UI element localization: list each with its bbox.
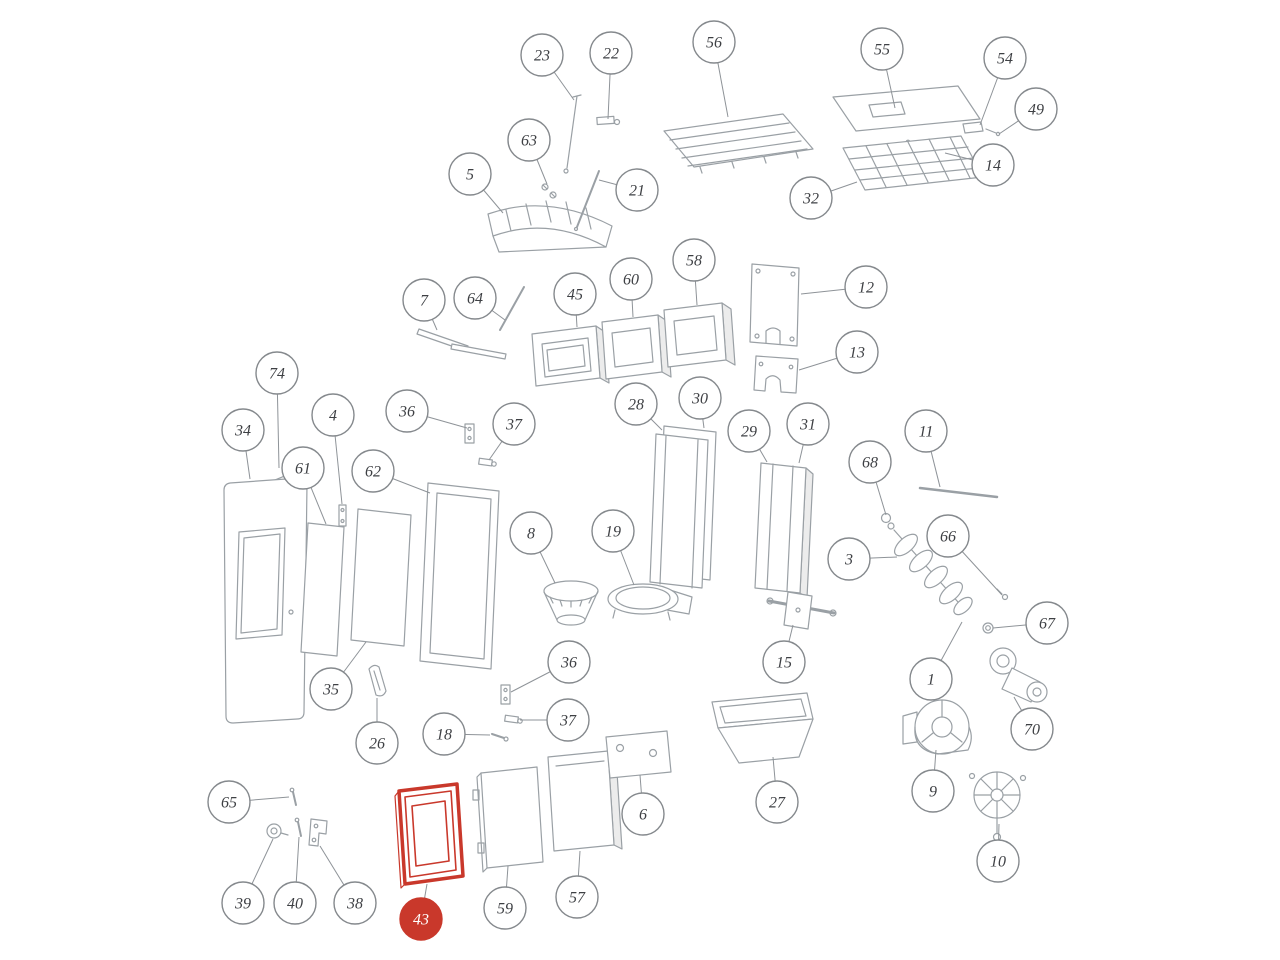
part-strip-64 [450,286,525,360]
callout-74[interactable]: 74 [255,351,299,395]
callout-56[interactable]: 56 [692,20,736,64]
callout-13[interactable]: 13 [835,330,879,374]
callout-31[interactable]: 31 [786,402,830,446]
part-hinge-4 [338,504,347,527]
callout-28[interactable]: 28 [614,382,658,426]
part-top-plate-55 [832,85,981,132]
part-burner-pot-19 [607,583,693,621]
part-bracket-13 [753,355,799,394]
callout-12[interactable]: 12 [844,265,888,309]
callout-7[interactable]: 7 [402,278,446,322]
part-motor-70 [989,647,1048,703]
callout-11[interactable]: 11 [904,409,948,453]
part-pin-40 [294,817,302,837]
part-hopper-27 [711,692,814,764]
part-rod-21 [573,170,600,232]
part-bracket-38 [308,818,328,847]
callout-21[interactable]: 21 [615,168,659,212]
part-pin-36a [464,423,475,444]
callout-35[interactable]: 35 [309,667,353,711]
callout-15[interactable]: 15 [762,640,806,684]
part-screws-63 [541,183,557,199]
callout-61[interactable]: 61 [281,446,325,490]
callout-34[interactable]: 34 [221,408,265,452]
callout-70[interactable]: 70 [1010,707,1054,751]
callout-62[interactable]: 62 [351,449,395,493]
callout-32[interactable]: 32 [789,176,833,220]
callout-9[interactable]: 9 [911,769,955,813]
callout-65[interactable]: 65 [207,780,251,824]
part-funnel-8 [543,580,599,626]
callout-45[interactable]: 45 [553,272,597,316]
part-clip-22 [596,115,621,126]
callout-49[interactable]: 49 [1014,87,1058,131]
callout-43[interactable]: 43 [399,897,443,941]
callout-4[interactable]: 4 [311,393,355,437]
part-pin-65 [289,787,297,806]
part-plate-12 [749,263,800,347]
callout-22[interactable]: 22 [589,31,633,75]
part-pin-36b [500,684,511,705]
part-channel-28-30 [649,425,717,589]
part-glass-35 [350,508,412,647]
callout-10[interactable]: 10 [976,839,1020,883]
part-handle-26 [368,664,387,697]
callout-19[interactable]: 19 [591,509,635,553]
part-panel-45 [531,325,610,387]
callout-60[interactable]: 60 [609,257,653,301]
callout-26[interactable]: 26 [355,721,399,765]
callout-29[interactable]: 29 [727,409,771,453]
callout-30[interactable]: 30 [678,376,722,420]
callout-59[interactable]: 59 [483,886,527,930]
part-bolt-37a [478,457,497,467]
callout-36[interactable]: 36 [385,389,429,433]
callout-23[interactable]: 23 [520,33,564,77]
part-panel-59 [472,766,544,873]
part-baffle-plate-56 [663,113,814,174]
part-fan-housing-9 [902,699,972,755]
part-plate-6 [605,730,672,779]
part-blower-10 [968,771,1027,842]
part-rod-11 [918,486,999,499]
callout-1[interactable]: 1 [909,657,953,701]
callout-40[interactable]: 40 [273,881,317,925]
part-bolt-37b [504,714,523,724]
part-panel-58 [663,302,736,368]
part-shaft-15 [766,591,837,630]
callout-57[interactable]: 57 [555,875,599,919]
part-channel-29-31 [754,462,814,599]
callout-8[interactable]: 8 [509,511,553,555]
callout-5[interactable]: 5 [448,152,492,196]
part-auger-3 [880,512,973,616]
part-frame-62 [419,482,500,670]
callout-18[interactable]: 18 [422,712,466,756]
callout-38[interactable]: 38 [333,881,377,925]
callout-27[interactable]: 27 [755,780,799,824]
part-rod-23 [563,94,582,174]
callout-68[interactable]: 68 [848,440,892,484]
callout-55[interactable]: 55 [860,27,904,71]
part-glass-61 [300,522,345,657]
callout-37[interactable]: 37 [492,402,536,446]
callout-6[interactable]: 6 [621,792,665,836]
callout-14[interactable]: 14 [971,143,1015,187]
callout-66[interactable]: 66 [926,514,970,558]
callout-67[interactable]: 67 [1025,601,1069,645]
callout-36[interactable]: 36 [547,640,591,684]
callout-39[interactable]: 39 [221,881,265,925]
part-door-frame-43-highlighted [394,782,465,889]
callout-64[interactable]: 64 [453,276,497,320]
callout-3[interactable]: 3 [827,537,871,581]
callout-54[interactable]: 54 [983,36,1027,80]
callout-63[interactable]: 63 [507,118,551,162]
part-hinge-39 [266,823,289,839]
callout-37[interactable]: 37 [546,698,590,742]
callout-58[interactable]: 58 [672,238,716,282]
part-screw-18 [491,733,509,742]
